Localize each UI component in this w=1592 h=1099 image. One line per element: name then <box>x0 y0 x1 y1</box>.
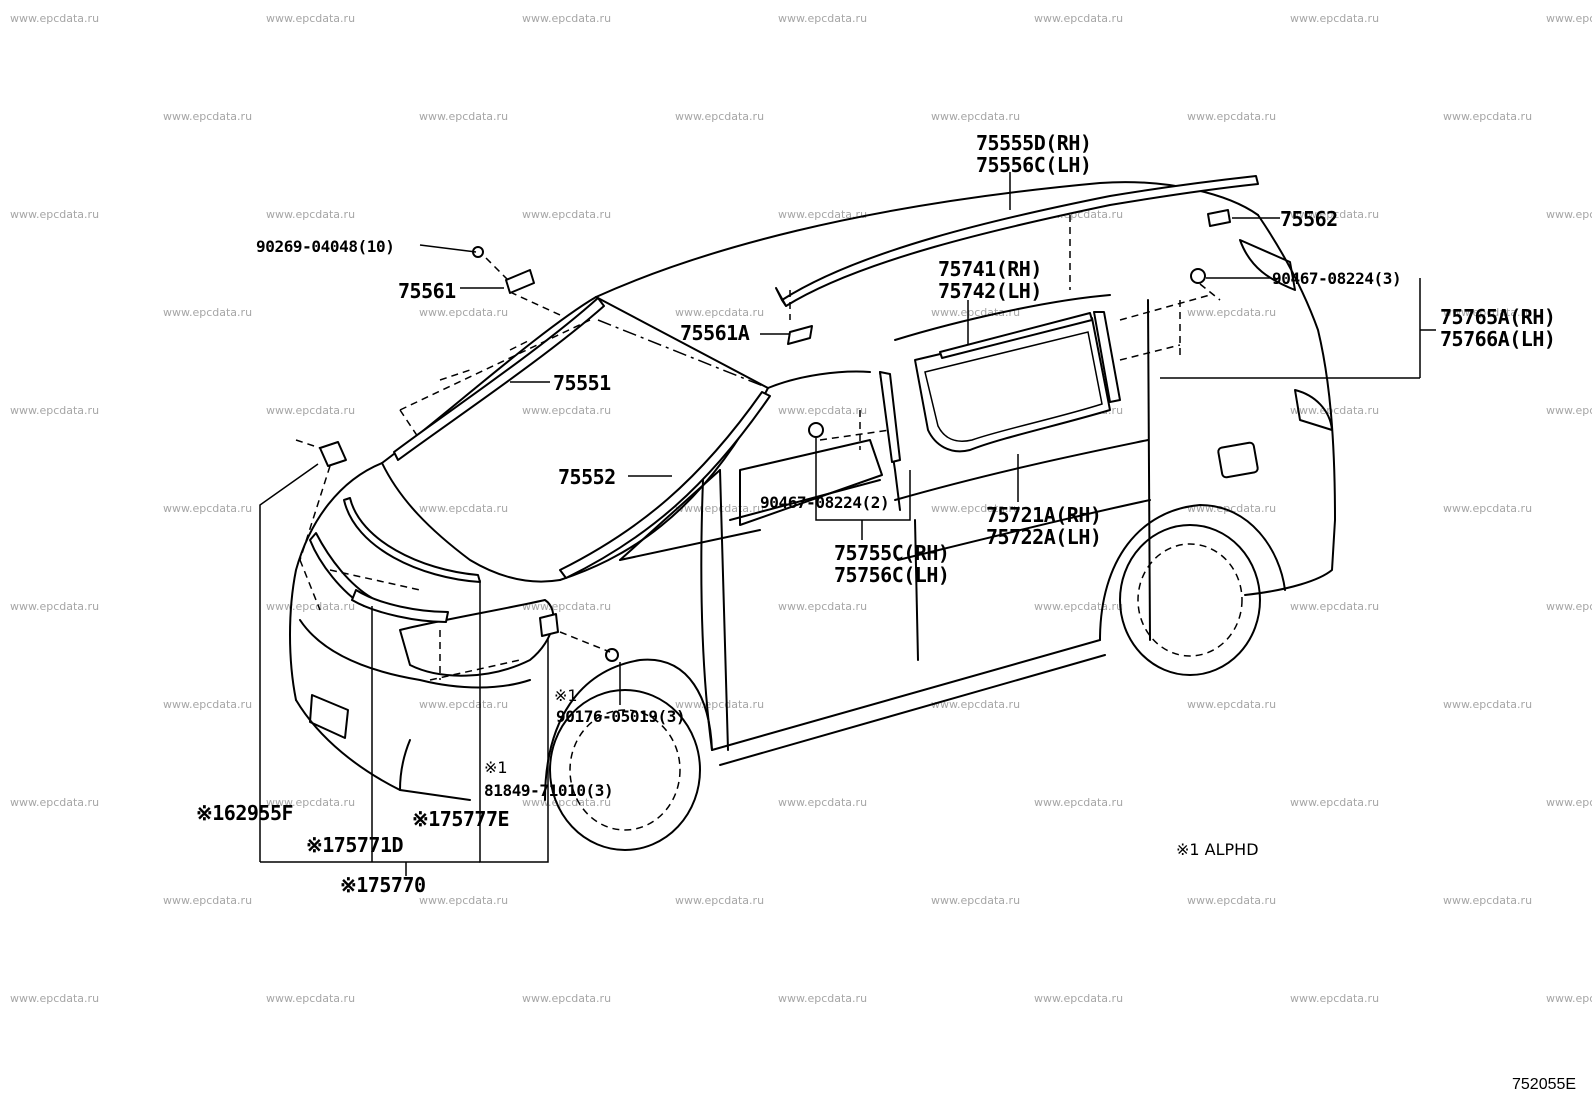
label-pillar-garnish: 75755C(RH) 75756C(LH) <box>834 542 949 586</box>
label-roof-molding: 75555D(RH) 75556C(LH) <box>976 132 1091 176</box>
label-75766A: 75766A(LH) <box>1440 328 1555 350</box>
clip-75561A <box>788 326 812 344</box>
label-75552: 75552 <box>558 466 616 488</box>
label-75771D: ※175771D <box>306 834 403 856</box>
label-90467-3: 90467-08224(3) <box>1272 270 1401 288</box>
label-75755C: 75755C(RH) <box>834 542 949 564</box>
label-75765A: 75765A(RH) <box>1440 306 1555 328</box>
label-75561A: 75561A <box>680 322 749 344</box>
clip-75561 <box>506 270 534 293</box>
label-81849: 81849-71010(3) <box>484 782 613 800</box>
diagram-code: 752055E <box>1512 1076 1576 1094</box>
label-90176: 90176-05019(3) <box>556 708 685 726</box>
bolt-81849 <box>540 614 558 636</box>
label-mark-1b: ※1 <box>484 758 508 777</box>
label-75756C: 75756C(LH) <box>834 564 949 586</box>
label-75742: 75742(LH) <box>938 280 1042 302</box>
clip-90467-mid <box>809 423 823 437</box>
label-75770: ※175770 <box>340 874 426 896</box>
label-mark-1a: ※1 <box>554 686 578 705</box>
leader-lines <box>260 172 1436 876</box>
legend-note: ※1 ALPHD <box>1176 840 1259 859</box>
label-90467-2: 90467-08224(2) <box>760 494 889 512</box>
clip-90467-rear <box>1191 269 1205 283</box>
label-75551: 75551 <box>553 372 611 394</box>
label-75722A: 75722A(LH) <box>986 526 1101 548</box>
label-side-window-molding: 75741(RH) 75742(LH) <box>938 258 1042 302</box>
label-75721A: 75721A(RH) <box>986 504 1101 526</box>
emblem-plate <box>352 590 448 622</box>
label-75561: 75561 <box>398 280 456 302</box>
clip-75562 <box>1208 210 1230 226</box>
label-75777E: ※175777E <box>412 808 509 830</box>
label-75741: 75741(RH) <box>938 258 1042 280</box>
label-75556C: 75556C(LH) <box>976 154 1091 176</box>
label-back-molding: 75765A(RH) 75766A(LH) <box>1440 306 1555 350</box>
hood-molding <box>344 498 480 582</box>
label-75562: 75562 <box>1280 208 1338 230</box>
center-pillar-garnish <box>880 372 900 462</box>
label-90269: 90269-04048(10) <box>256 238 395 256</box>
clip-front <box>320 442 346 466</box>
label-62955F: ※162955F <box>196 802 293 824</box>
label-75555D: 75555D(RH) <box>976 132 1091 154</box>
label-quarter-window: 75721A(RH) 75722A(LH) <box>986 504 1101 548</box>
